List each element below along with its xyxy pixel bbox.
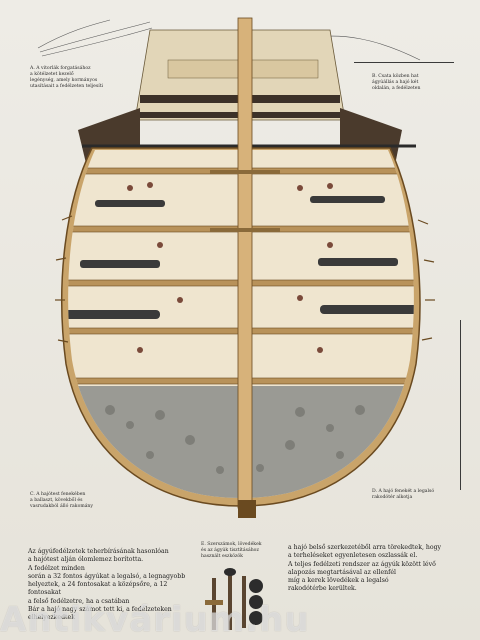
caption-line: legénység, amely kormányos — [30, 78, 98, 83]
hull-ribs — [55, 215, 435, 343]
body-column-right: a hajó belső szerkezetéből arra törekedt… — [288, 544, 460, 594]
caption-bottom-left: C. A hajótest fenekében a ballaszt, köve… — [30, 492, 120, 510]
leader-line — [354, 62, 454, 64]
body-line: A teljes fedélzeti rendszer az ágyúk köz… — [288, 560, 436, 568]
caption-top-right: B. Csata közben hat ágyúállás a hajó két… — [372, 74, 457, 92]
keel — [238, 500, 256, 518]
caption-top-left: A. A vitorlák forgatásához a kötélzetet … — [30, 66, 120, 90]
tools-illustration — [205, 568, 263, 630]
caption-line: használt eszközök — [201, 554, 243, 559]
body-line: helyeztek, a 24 fontosakat a középsőre, … — [28, 581, 168, 597]
caption-line: C. A hajótest fenekében — [30, 492, 86, 497]
caption-line: A. A vitorlák forgatásához — [30, 66, 91, 71]
body-line: alapozás megtartásával az ellenfél — [288, 568, 397, 576]
body-column-left: Az ágyúfedélzetek teherbírásának hasonló… — [28, 548, 200, 623]
caption-line: utasításait a fedélzeten teljesíti — [30, 84, 104, 89]
body-line: a felső fedélzetre, ha a csatában — [28, 597, 130, 605]
body-line: míg a kerek lövedékek a legalsó — [288, 577, 389, 585]
caption-line: rakodótér alkotja — [372, 495, 413, 500]
caption-line: a ballaszt, kövekből és — [30, 498, 83, 503]
body-line: a hajótest alján ólomlemez borította. — [28, 556, 144, 564]
caption-line: B. Csata közben hat — [372, 74, 419, 79]
body-line: Bár a hajó nagy számot tett ki, a fedélz… — [28, 606, 172, 622]
caption-bottom-right: D. A hajó fenekét a legalsó rakodótér al… — [372, 489, 462, 501]
body-line: Az ágyúfedélzetek teherbírásának hasonló… — [28, 548, 169, 555]
main-mast — [210, 17, 280, 509]
body-line: rakodótérbe kerültek. — [288, 585, 357, 593]
caption-middle-bottom: E. Szerszámok, lövedékek és az ágyúk tis… — [201, 542, 291, 560]
caption-line: D. A hajó fenekét a legalsó — [372, 489, 435, 494]
body-line: során a 32 fontos ágyúkat a legalsó, a l… — [28, 572, 186, 580]
caption-line: és az ágyúk tisztításához — [201, 548, 259, 553]
watermark: Antikvárium.hu — [0, 600, 310, 640]
caption-line: vasrudakból álló rakomány — [30, 504, 93, 509]
leader-line — [460, 320, 462, 490]
body-line: A fedélzet minden — [28, 564, 85, 572]
body-line: a terheléseket egyenletesen oszlassák el… — [288, 552, 418, 560]
caption-line: oldalán, a fedélzeten — [372, 86, 421, 91]
caption-line: E. Szerszámok, lövedékek — [201, 542, 262, 547]
caption-line: a kötélzetet kezelő — [30, 72, 74, 77]
body-line: a hajó belső szerkezetéből arra törekedt… — [288, 544, 442, 551]
caption-line: ágyúállás a hajó két — [372, 80, 419, 85]
